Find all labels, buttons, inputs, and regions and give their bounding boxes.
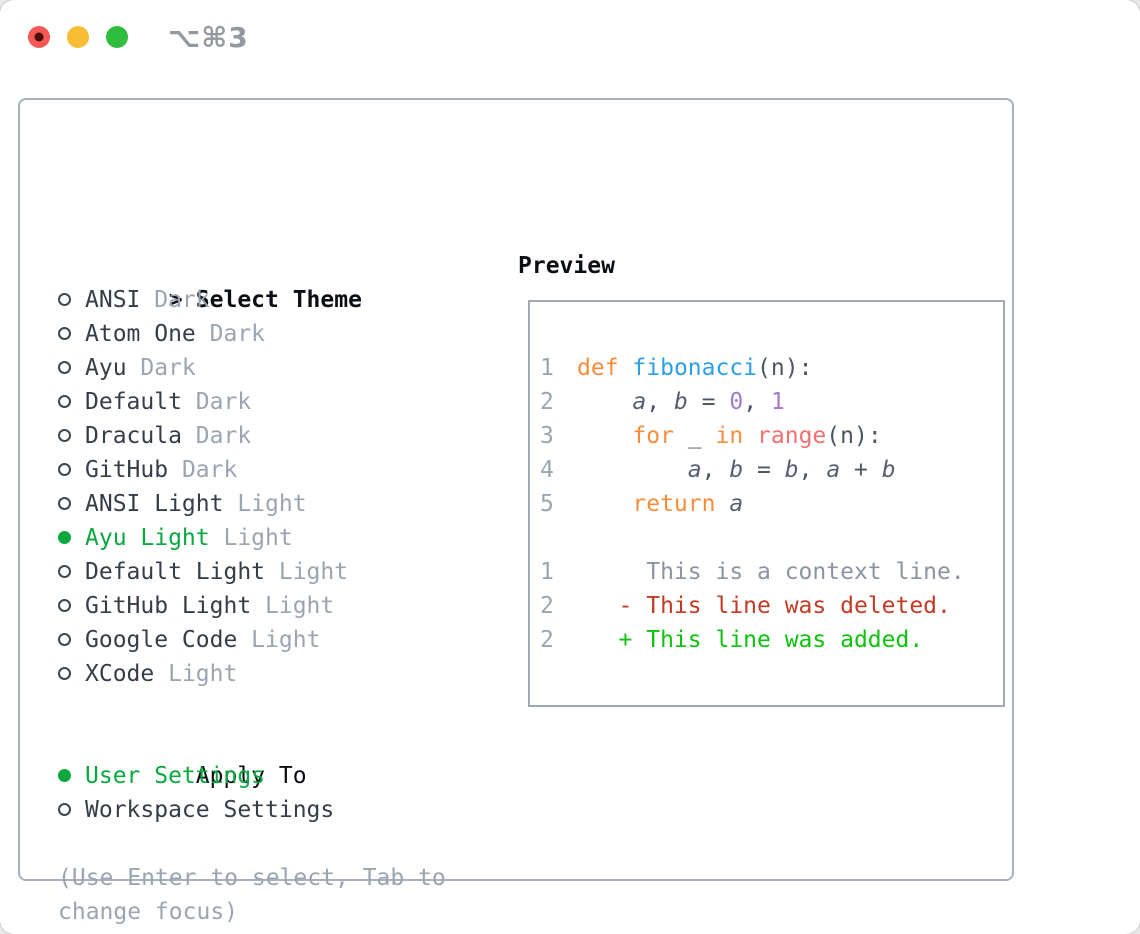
code-line: 2 a, b = 0, 1 (540, 385, 965, 419)
theme-option[interactable]: Ayu Dark (58, 351, 510, 385)
theme-name: Default Light (85, 559, 266, 585)
theme-option[interactable]: Default Light Light (58, 555, 510, 589)
theme-variant: Light (251, 593, 335, 619)
apply-option-label: Workspace Settings (85, 797, 335, 823)
theme-variant: Dark (168, 457, 238, 483)
theme-option[interactable]: ANSI Light Light (58, 487, 510, 521)
theme-name: ANSI Light (85, 491, 224, 517)
theme-variant: Dark (181, 423, 252, 449)
code-line: 5 return a (540, 487, 965, 521)
apply-option-label: User Settings (85, 763, 266, 789)
theme-option[interactable]: Atom One Dark (58, 317, 510, 351)
spacer (58, 827, 510, 861)
theme-option[interactable]: Default Dark (58, 385, 510, 419)
line-number: 1 (540, 355, 554, 381)
radio-icon (58, 589, 85, 623)
theme-name: XCode (85, 661, 155, 687)
theme-variant: Dark (181, 389, 252, 415)
radio-icon (58, 555, 85, 589)
line-number: 2 (540, 389, 554, 415)
hint-line: (Use Enter to select, Tab to (58, 865, 446, 891)
blank-line (540, 521, 965, 555)
apply-to-header: Apply To (58, 725, 510, 789)
title-bar: ⌥⌘3 (0, 0, 1140, 74)
diff-line: 2 + This line was added. (540, 623, 965, 657)
radio-icon (58, 317, 85, 351)
maximize-button[interactable] (106, 26, 128, 48)
theme-name: Default (85, 389, 182, 415)
theme-option[interactable]: Dracula Dark (58, 419, 510, 453)
radio-icon (58, 487, 85, 521)
preview-box (528, 300, 1005, 707)
theme-name: ANSI (85, 287, 141, 313)
line-number: 3 (540, 423, 554, 449)
line-number: 1 (540, 559, 554, 585)
radio-icon (58, 419, 85, 453)
line-number: 5 (540, 491, 554, 517)
minimize-button[interactable] (67, 26, 89, 48)
theme-option[interactable]: ANSI Dark (58, 283, 510, 317)
select-theme-title: Select Theme (195, 287, 362, 313)
theme-variant: Light (265, 559, 349, 585)
code-line: 3 for _ in range(n): (540, 419, 965, 453)
theme-option[interactable]: Google Code Light (58, 623, 510, 657)
theme-option[interactable]: Ayu Light Light (58, 521, 510, 555)
close-button[interactable] (28, 26, 50, 48)
theme-option[interactable]: GitHub Light Light (58, 589, 510, 623)
theme-name: Google Code (85, 627, 238, 653)
theme-option[interactable]: XCode Light (58, 657, 510, 691)
apply-option[interactable]: Workspace Settings (58, 793, 510, 827)
diff-line: 2 - This line was deleted. (540, 589, 965, 623)
radio-icon (58, 657, 85, 691)
theme-variant: Light (154, 661, 238, 687)
radio-icon (58, 283, 85, 317)
theme-variant: Dark (195, 321, 266, 347)
theme-name: Ayu Light (85, 525, 210, 551)
theme-name: Atom One (85, 321, 196, 347)
select-theme-header: > Select Theme (58, 249, 510, 313)
close-dot-icon (34, 32, 44, 42)
keyboard-hint: (Use Enter to select, Tab to change focus… (58, 861, 510, 929)
apply-to-title: Apply To (195, 763, 307, 789)
radio-selected-icon (58, 521, 85, 555)
line-number: 2 (540, 593, 554, 619)
radio-icon (58, 793, 85, 827)
theme-name: GitHub Light (85, 593, 252, 619)
preview-title: Preview (518, 253, 615, 279)
line-number: 2 (540, 627, 554, 653)
line-number: 4 (540, 457, 554, 483)
theme-variant: Light (237, 627, 321, 653)
theme-name: Ayu (85, 355, 127, 381)
radio-icon (58, 351, 85, 385)
diff-line: 1 This is a context line. (540, 555, 965, 589)
radio-icon (58, 453, 85, 487)
theme-variant: Dark (140, 287, 210, 313)
window-title: ⌥⌘3 (168, 21, 249, 54)
radio-icon (58, 385, 85, 419)
theme-variant: Light (209, 525, 293, 551)
selection-caret: > (168, 287, 183, 313)
theme-name: Dracula (85, 423, 182, 449)
theme-option[interactable]: GitHub Dark (58, 453, 510, 487)
radio-icon (58, 623, 85, 657)
theme-variant: Dark (126, 355, 196, 381)
theme-name: GitHub (85, 457, 169, 483)
theme-variant: Light (223, 491, 307, 517)
radio-selected-icon (58, 759, 85, 793)
spacer (58, 691, 510, 725)
apply-option[interactable]: User Settings (58, 759, 510, 793)
code-line: 4 a, b = b, a + b (540, 453, 965, 487)
hint-line: change focus) (58, 899, 239, 925)
